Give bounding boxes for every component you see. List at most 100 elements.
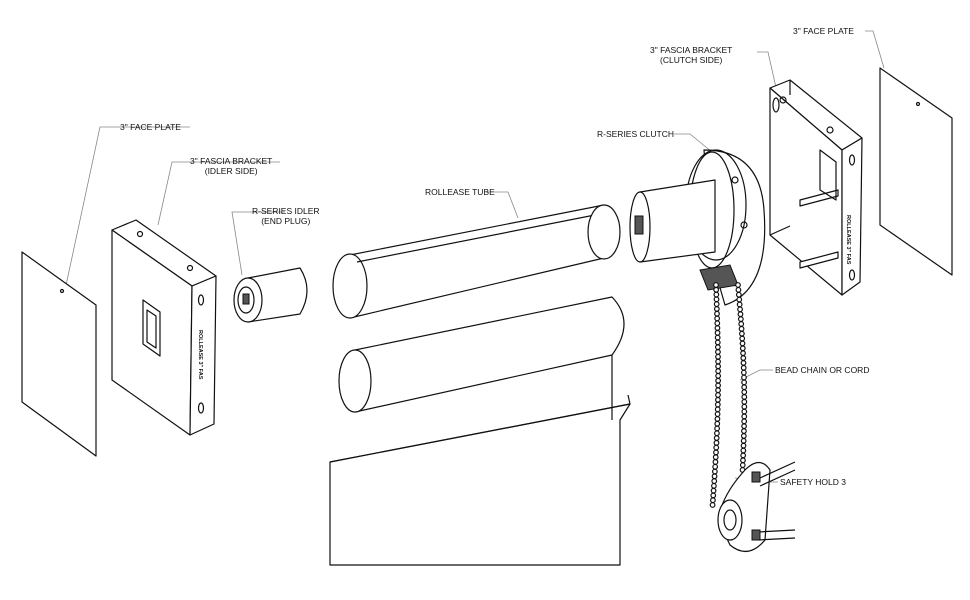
- chain-bead: [740, 350, 746, 357]
- chain-bead: [712, 454, 719, 461]
- chain-bead: [713, 439, 720, 446]
- chain-bead: [710, 492, 717, 499]
- r-series-clutch: [629, 149, 766, 306]
- chain-bead: [715, 377, 722, 384]
- chain-bead: [710, 497, 716, 504]
- chain-bead: [740, 369, 747, 376]
- label-line: (END PLUG): [261, 216, 311, 226]
- chain-bead: [713, 449, 719, 456]
- chain-bead: [740, 355, 747, 361]
- chain-bead: [711, 468, 718, 475]
- safety-hold: [717, 461, 796, 552]
- chain-bead: [741, 423, 747, 430]
- chain-bead: [713, 301, 720, 308]
- chain-bead: [736, 296, 743, 303]
- chain-bead: [713, 291, 720, 298]
- clutch-fascia-bracket: ROLLEASE 3" FAS: [769, 79, 863, 296]
- chain-bead: [737, 306, 743, 313]
- left-face-plate: [21, 251, 97, 457]
- right-face-plate: [879, 67, 953, 276]
- chain-bead: [711, 478, 718, 484]
- label-line: 3" FASCIA BRACKET: [190, 156, 273, 166]
- chain-bead: [711, 482, 717, 489]
- rollease-tube: [332, 204, 621, 319]
- label-face-plate-left: 3" FACE PLATE: [120, 122, 181, 132]
- chain-bead: [714, 315, 721, 322]
- chain-bead: [713, 435, 720, 441]
- label-fascia-idler: 3" FASCIA BRACKET(IDLER SIDE): [190, 156, 272, 176]
- chain-bead: [713, 444, 720, 451]
- chain-bead: [714, 411, 721, 418]
- chain-bead: [715, 382, 721, 389]
- chain-bead: [714, 425, 720, 432]
- chain-bead: [714, 401, 721, 408]
- bead-chain: [709, 282, 748, 508]
- bracket-engraving-idler: ROLLEASE 3" FAS: [197, 330, 203, 380]
- chain-bead: [714, 320, 721, 327]
- chain-bead: [715, 353, 721, 360]
- chain-bead: [741, 413, 748, 420]
- chain-bead: [714, 430, 720, 437]
- label-safety-hold: SAFETY HOLD 3: [780, 477, 846, 487]
- label-line: (CLUTCH SIDE): [660, 55, 723, 65]
- chain-bead: [714, 420, 721, 427]
- chain-bead: [741, 384, 748, 391]
- leader-lines: [64, 30, 885, 483]
- chain-bead: [714, 339, 721, 346]
- chain-bead: [739, 340, 746, 347]
- chain-bead: [739, 335, 746, 342]
- chain-bead: [713, 306, 720, 312]
- chain-bead: [712, 463, 719, 470]
- chain-bead: [738, 321, 745, 327]
- label-idler: R-SERIES IDLER(END PLUG): [252, 206, 320, 226]
- idler-fascia-bracket: ROLLEASE 3" FAS: [111, 219, 217, 436]
- chain-bead: [741, 408, 748, 415]
- chain-bead: [714, 329, 721, 336]
- chain-bead: [714, 344, 721, 351]
- chain-bead: [741, 398, 748, 405]
- chain-bead: [712, 459, 719, 465]
- chain-bead: [740, 452, 747, 459]
- chain-bead: [735, 286, 742, 293]
- chain-bead: [715, 349, 721, 355]
- chain-bead: [735, 291, 742, 298]
- label-fascia-clutch: 3" FASCIA BRACKET(CLUTCH SIDE): [650, 45, 732, 65]
- chain-bead: [715, 363, 722, 370]
- chain-bead: [715, 387, 721, 394]
- chain-bead: [740, 457, 746, 464]
- chain-bead: [741, 374, 747, 381]
- chain-bead: [738, 330, 745, 337]
- chain-bead: [715, 372, 722, 379]
- chain-bead: [738, 325, 745, 332]
- chain-bead: [715, 358, 721, 365]
- chain-bead: [740, 442, 747, 449]
- chain-bead: [740, 437, 747, 444]
- chain-bead: [737, 311, 744, 318]
- bracket-engraving-clutch: ROLLEASE 3" FAS: [845, 215, 851, 265]
- chain-bead: [715, 392, 721, 398]
- chain-bead: [715, 396, 721, 403]
- chain-bead: [740, 359, 747, 366]
- chain-bead: [740, 433, 747, 439]
- label-line: 3" FASCIA BRACKET: [650, 45, 733, 55]
- chain-bead: [711, 473, 718, 480]
- chain-bead: [710, 487, 717, 494]
- chain-bead: [741, 394, 748, 400]
- chain-bead: [714, 325, 721, 331]
- chain-bead: [739, 462, 746, 469]
- shade-fabric: [329, 296, 631, 566]
- label-line: (IDLER SIDE): [204, 166, 258, 176]
- chain-bead: [741, 379, 748, 386]
- chain-bead: [741, 418, 748, 425]
- label-bead-chain: BEAD CHAIN OR CORD: [775, 365, 870, 375]
- chain-bead: [740, 364, 747, 371]
- chain-bead: [715, 368, 722, 374]
- chain-bead: [735, 282, 741, 288]
- chain-bead: [713, 286, 720, 293]
- chain-bead: [736, 301, 743, 308]
- chain-bead: [739, 345, 746, 352]
- label-clutch: R-SERIES CLUTCH: [597, 129, 674, 139]
- chain-bead: [714, 416, 721, 422]
